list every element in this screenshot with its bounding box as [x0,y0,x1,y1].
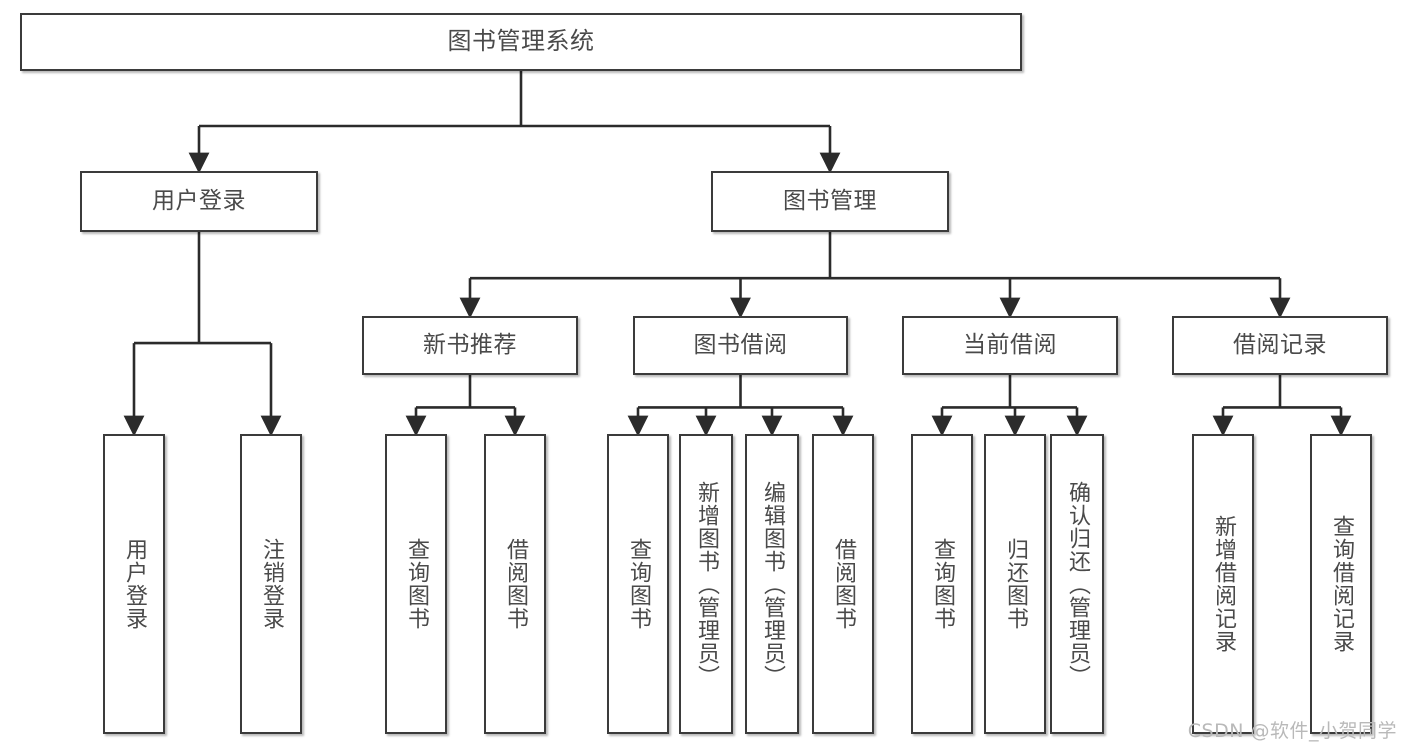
node-user-login[interactable]: 用户登录 [80,171,318,232]
node-label: 用户登录 [152,188,246,215]
node-borrow-record[interactable]: 借阅记录 [1172,316,1388,375]
node-label: 当前借阅 [963,332,1057,359]
node-label: 图书管理系统 [447,27,595,56]
node-book-manage[interactable]: 图书管理 [711,171,949,232]
node-label: 查询借阅记录 [1328,515,1354,653]
node-leaf-query-book-1[interactable]: 查询图书 [385,434,447,734]
node-leaf-add-borrow-record[interactable]: 新增借阅记录 [1192,434,1254,734]
node-label: 查询图书 [625,538,651,630]
node-leaf-return-book[interactable]: 归还图书 [984,434,1046,734]
node-label: 用户登录 [121,538,147,630]
node-label: 确认归还（管理员） [1064,480,1090,688]
node-label: 编辑图书（管理员） [759,480,785,688]
watermark-label: CSDN @软件_小贺同学 [1187,720,1397,742]
node-label: 借阅记录 [1233,332,1327,359]
node-leaf-confirm-return-admin[interactable]: 确认归还（管理员） [1050,434,1104,734]
node-label: 新增借阅记录 [1210,515,1236,653]
node-book-borrow[interactable]: 图书借阅 [633,316,848,375]
node-label: 查询图书 [403,538,429,630]
node-leaf-logout-login[interactable]: 注销登录 [240,434,302,734]
node-current-borrow[interactable]: 当前借阅 [902,316,1118,375]
node-label: 新增图书（管理员） [693,480,719,688]
node-leaf-borrow-book-1[interactable]: 借阅图书 [484,434,546,734]
node-leaf-user-login[interactable]: 用户登录 [103,434,165,734]
node-new-book-recommend[interactable]: 新书推荐 [362,316,578,375]
node-root[interactable]: 图书管理系统 [20,13,1022,71]
node-leaf-borrow-book-2[interactable]: 借阅图书 [812,434,874,734]
node-leaf-edit-book-admin[interactable]: 编辑图书（管理员） [745,434,799,734]
node-leaf-query-borrow-record[interactable]: 查询借阅记录 [1310,434,1372,734]
node-leaf-add-book-admin[interactable]: 新增图书（管理员） [679,434,733,734]
node-label: 图书管理 [783,188,877,215]
node-label: 图书借阅 [693,332,788,359]
node-label: 查询图书 [929,538,955,630]
node-label: 借阅图书 [830,538,856,630]
node-label: 新书推荐 [423,332,517,359]
node-label: 归还图书 [1002,538,1028,630]
node-label: 注销登录 [258,538,284,630]
node-label: 借阅图书 [502,538,528,630]
node-leaf-query-book-3[interactable]: 查询图书 [911,434,973,734]
node-leaf-query-book-2[interactable]: 查询图书 [607,434,669,734]
